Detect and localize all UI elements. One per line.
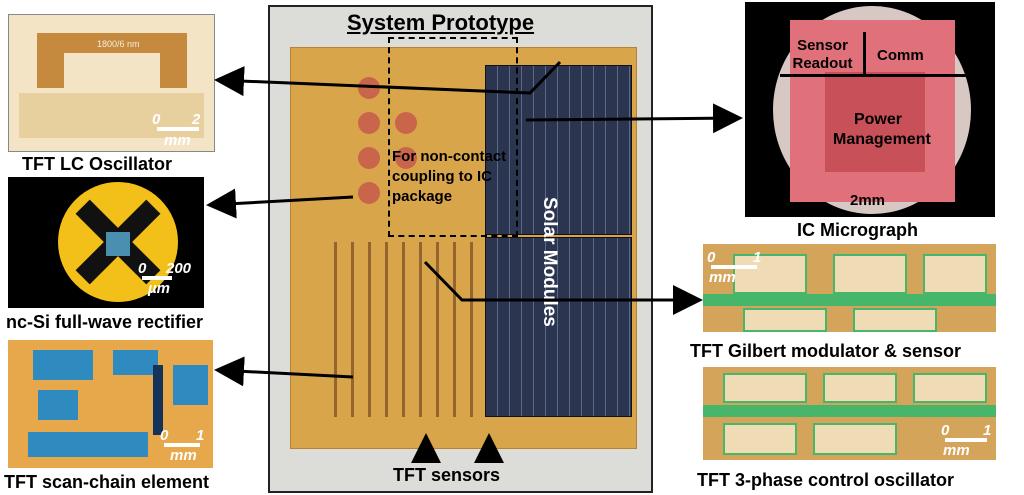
prototype-photo: Solar Modules For non-contact coupling t… bbox=[268, 5, 653, 493]
rectifier-scale-bar: 0 200 µm bbox=[138, 260, 192, 297]
ic-caption: IC Micrograph bbox=[797, 220, 919, 240]
coil-array bbox=[350, 72, 430, 212]
three-phase-image: 0 1 mm bbox=[703, 367, 996, 460]
scan-chain-caption: TFT scan-chain element bbox=[4, 472, 210, 492]
arrow-to-rectifier bbox=[206, 188, 354, 219]
arrow-to-ic bbox=[525, 103, 743, 134]
coupling-note: For non-contact coupling to IC package bbox=[392, 148, 507, 205]
tft-circuit-grid bbox=[320, 242, 480, 417]
lc-oscillator-image: 1800/6 nm 0 2 mm bbox=[8, 14, 215, 152]
arrow-to-scan-chain bbox=[214, 356, 354, 387]
lc-scale-bar: 0 2 mm bbox=[152, 111, 201, 149]
solar-module-top bbox=[485, 65, 632, 235]
gilbert-caption: TFT Gilbert modulator & sensor bbox=[690, 341, 962, 361]
gilbert-image: 0 1 mm bbox=[703, 244, 996, 332]
three-phase-caption: TFT 3-phase control oscillator bbox=[697, 470, 955, 490]
rectifier-caption: nc-Si full-wave rectifier bbox=[6, 312, 204, 332]
page-title: System Prototype bbox=[347, 10, 535, 35]
arrow-to-lc-oscillator bbox=[214, 60, 562, 97]
ic-divider-h bbox=[780, 74, 975, 77]
ic-scale-label: 2mm bbox=[850, 192, 886, 209]
arrow-to-gilbert bbox=[423, 260, 703, 315]
scan-chain-image: 0 1 mm bbox=[8, 340, 213, 468]
ic-sensor-readout: Sensor Readout bbox=[792, 37, 853, 72]
ic-comm: Comm bbox=[877, 47, 924, 64]
ic-power-management: Power Management bbox=[833, 111, 931, 148]
solar-module-bottom bbox=[485, 237, 632, 417]
tft-sensors-label: TFT sensors bbox=[393, 465, 501, 485]
three-phase-scale-bar: 0 1 mm bbox=[941, 422, 992, 459]
gilbert-scale-bar: 0 1 mm bbox=[707, 249, 762, 286]
lc-die-text: 1800/6 nm bbox=[97, 39, 140, 49]
ic-divider-v bbox=[863, 32, 866, 76]
ic-micrograph-image: Sensor Readout Comm Power Management 2mm bbox=[745, 2, 995, 217]
rectifier-image: 0 200 µm bbox=[8, 177, 204, 308]
coupling-region-box bbox=[388, 37, 518, 237]
scan-chain-scale-bar: 0 1 mm bbox=[160, 427, 205, 464]
lc-oscillator-caption: TFT LC Oscillator bbox=[22, 154, 173, 174]
